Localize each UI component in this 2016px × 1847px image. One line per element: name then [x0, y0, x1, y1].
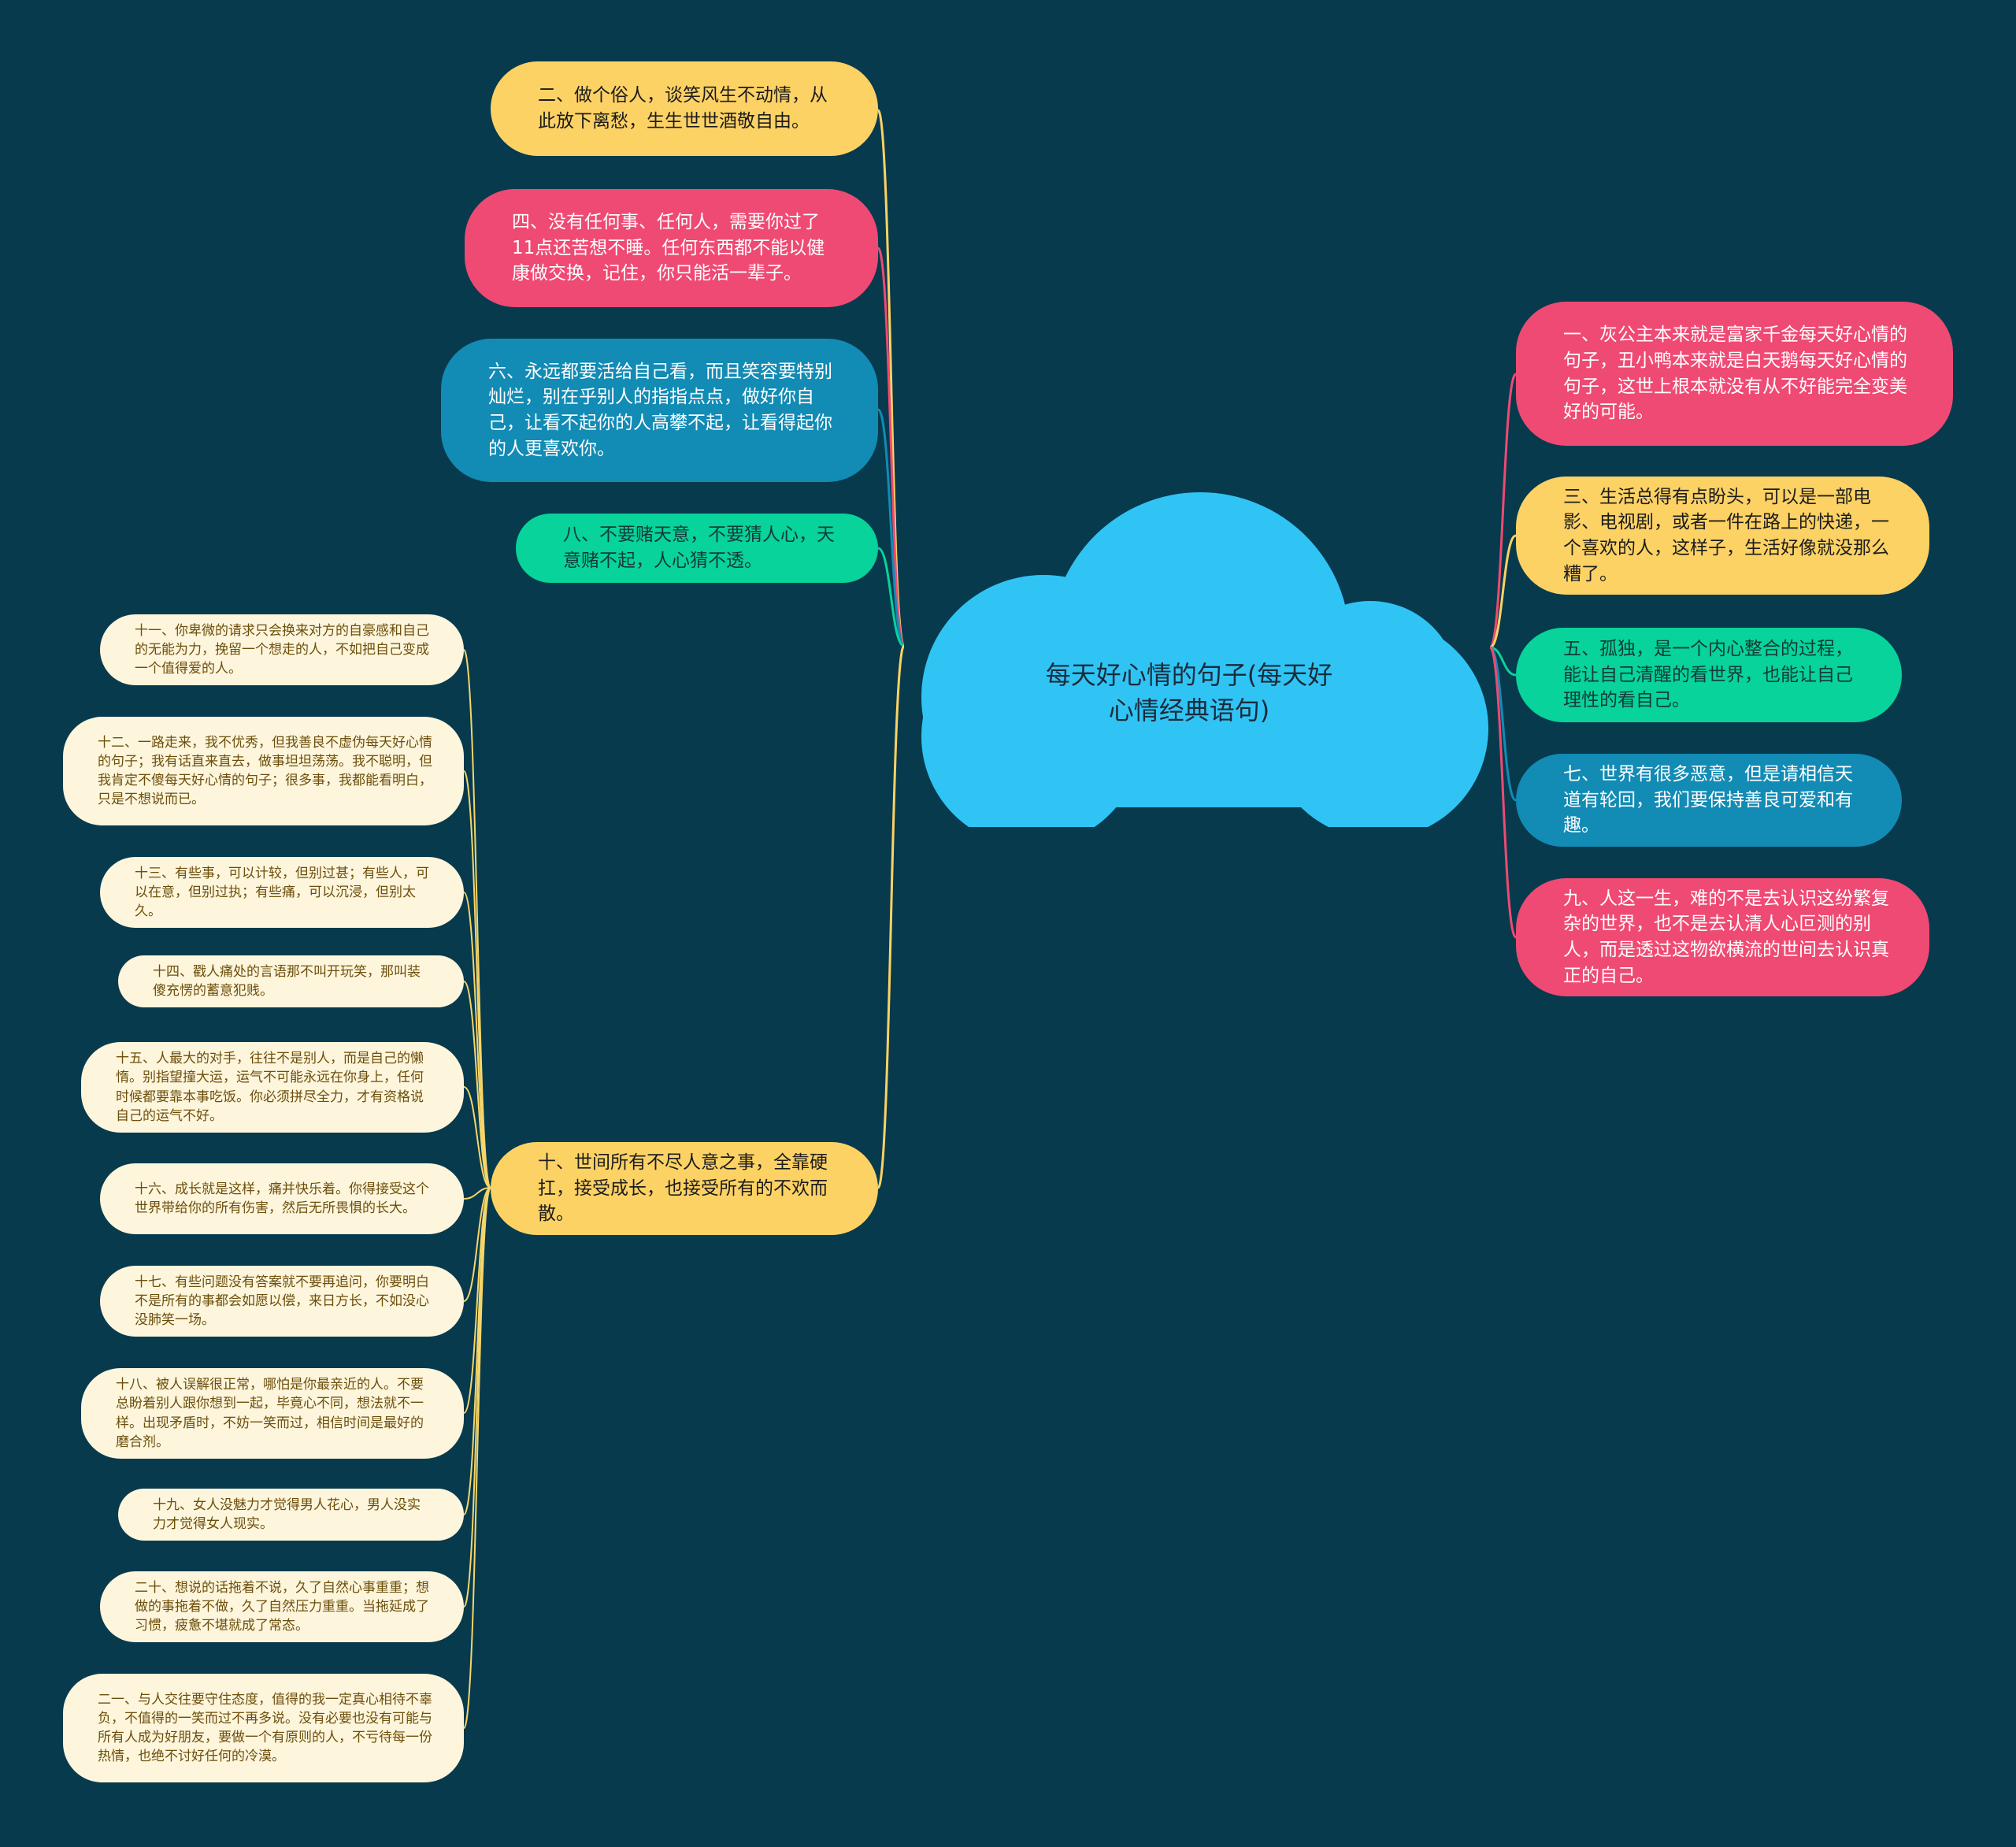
sub-link-11 — [463, 649, 491, 1189]
link-6 — [876, 408, 906, 647]
sub-text: 十五、人最大的对手，往往不是别人，而是自己的懒惰。别指望撞大运，运气不可能永远在… — [116, 1051, 424, 1124]
sub-text: 十六、成长就是这样，痛并快乐着。你得接受这个世界带给你的所有伤害，然后无所畏惧的… — [135, 1181, 429, 1216]
branch-node-9[interactable]: 九、人这一生，难的不是去认识这纷繁复杂的世界，也不是去认清人心叵测的别人，而是透… — [1516, 878, 1929, 996]
branch-text: 二、做个俗人，谈笑风生不动情，从此放下离愁，生生世世酒敬自由。 — [538, 85, 828, 132]
link-10 — [876, 644, 906, 1189]
sub-link-12 — [463, 770, 491, 1189]
sub-node-11[interactable]: 十一、你卑微的请求只会换来对方的自豪感和自己的无能为力，挽留一个想走的人，不如把… — [100, 614, 464, 685]
branch-node-6[interactable]: 六、永远都要活给自己看，而且笑容要特别灿烂，别在乎别人的指指点点，做好你自己，让… — [441, 339, 878, 482]
root-cloud-icon[interactable] — [898, 477, 1496, 827]
sub-node-21[interactable]: 二一、与人交往要守住态度，值得的我一定真心相待不辜负，不值得的一笑而过不再多说。… — [63, 1674, 464, 1782]
sub-text: 十三、有些事，可以计较，但别过甚；有些人，可以在意，但别过执；有些痛，可以沉浸，… — [135, 865, 429, 920]
link-9 — [1488, 646, 1518, 939]
branch-text: 七、世界有很多恶意，但是请相信天道有轮回，我们要保持善良可爱和有趣。 — [1563, 764, 1853, 836]
sub-text: 二十、想说的话拖着不说，久了自然心事重重；想做的事拖着不做，久了自然压力重重。当… — [135, 1579, 429, 1634]
branch-text: 三、生活总得有点盼头，可以是一部电影、电视剧，或者一件在路上的快递，一个喜欢的人… — [1563, 486, 1889, 584]
sub-link-13 — [463, 892, 491, 1189]
sub-link-21 — [463, 1187, 491, 1729]
sub-node-12[interactable]: 十二、一路走来，我不优秀，但我善良不虚伪每天好心情的句子；我有话直来直去，做事坦… — [63, 717, 464, 825]
sub-node-18[interactable]: 十八、被人误解很正常，哪怕是你最亲近的人。不要总盼着别人跟你想到一起，毕竟心不同… — [81, 1368, 464, 1459]
branch-text: 九、人这一生，难的不是去认识这纷繁复杂的世界，也不是去认清人心叵测的别人，而是透… — [1563, 888, 1889, 986]
link-8 — [877, 547, 905, 647]
branch-node-8[interactable]: 八、不要赌天意，不要猜人心，天意赌不起，人心猜不透。 — [516, 514, 878, 583]
branch-text: 一、灰公主本来就是富家千金每天好心情的句子，丑小鸭本来就是白天鹅每天好心情的句子… — [1563, 325, 1907, 423]
sub-node-13[interactable]: 十三、有些事，可以计较，但别过甚；有些人，可以在意，但别过执；有些痛，可以沉浸，… — [100, 857, 464, 928]
branch-node-4[interactable]: 四、没有任何事、任何人，需要你过了11点还苦想不睡。任何东西都不能以健康做交换，… — [465, 189, 878, 307]
sub-link-15 — [463, 1086, 491, 1189]
sub-text: 十一、你卑微的请求只会换来对方的自豪感和自己的无能为力，挽留一个想走的人，不如把… — [135, 622, 429, 677]
sub-text: 十九、女人没魅力才觉得男人花心，男人没实力才觉得女人现实。 — [153, 1497, 421, 1532]
sub-text: 二一、与人交往要守住态度，值得的我一定真心相待不辜负，不值得的一笑而过不再多说。… — [98, 1691, 432, 1765]
branch-node-7[interactable]: 七、世界有很多恶意，但是请相信天道有轮回，我们要保持善良可爱和有趣。 — [1516, 754, 1902, 847]
link-1 — [1488, 373, 1518, 649]
sub-text: 十七、有些问题没有答案就不要再追问，你要明白不是所有的事都会如愿以偿，来日方长，… — [135, 1274, 429, 1329]
branch-text: 四、没有任何事、任何人，需要你过了11点还苦想不睡。任何东西都不能以健康做交换，… — [512, 212, 825, 284]
sub-node-14[interactable]: 十四、戳人痛处的言语那不叫开玩笑，那叫装傻充愣的蓄意犯贱。 — [118, 955, 464, 1007]
link-4 — [876, 247, 906, 647]
branch-node-10[interactable]: 十、世间所有不尽人意之事，全靠硬扛，接受成长，也接受所有的不欢而散。 — [491, 1142, 878, 1235]
link-3 — [1489, 534, 1517, 649]
sub-link-14 — [463, 981, 491, 1189]
branch-node-1[interactable]: 一、灰公主本来就是富家千金每天好心情的句子，丑小鸭本来就是白天鹅每天好心情的句子… — [1516, 302, 1953, 446]
sub-link-17 — [463, 1187, 491, 1302]
branch-text: 八、不要赌天意，不要猜人心，天意赌不起，人心猜不透。 — [563, 525, 835, 571]
branch-text: 五、孤独，是一个内心整合的过程，能让自己清醒的看世界，也能让自己理性的看自己。 — [1563, 639, 1853, 711]
sub-text: 十四、戳人痛处的言语那不叫开玩笑，那叫装傻充愣的蓄意犯贱。 — [153, 963, 421, 999]
sub-node-16[interactable]: 十六、成长就是这样，痛并快乐着。你得接受这个世界带给你的所有伤害，然后无所畏惧的… — [100, 1163, 464, 1234]
branch-text: 六、永远都要活给自己看，而且笑容要特别灿烂，别在乎别人的指指点点，做好你自己，让… — [488, 361, 832, 459]
sub-node-17[interactable]: 十七、有些问题没有答案就不要再追问，你要明白不是所有的事都会如愿以偿，来日方长，… — [100, 1266, 464, 1337]
branch-node-3[interactable]: 三、生活总得有点盼头，可以是一部电影、电视剧，或者一件在路上的快递，一个喜欢的人… — [1516, 477, 1929, 595]
branch-node-5[interactable]: 五、孤独，是一个内心整合的过程，能让自己清醒的看世界，也能让自己理性的看自己。 — [1516, 628, 1902, 722]
sub-node-19[interactable]: 十九、女人没魅力才觉得男人花心，男人没实力才觉得女人现实。 — [118, 1489, 464, 1541]
sub-text: 十二、一路走来，我不优秀，但我善良不虚伪每天好心情的句子；我有话直来直去，做事坦… — [98, 734, 432, 808]
sub-node-15[interactable]: 十五、人最大的对手，往往不是别人，而是自己的懒惰。别指望撞大运，运气不可能永远在… — [81, 1042, 464, 1133]
branch-node-2[interactable]: 二、做个俗人，谈笑风生不动情，从此放下离愁，生生世世酒敬自由。 — [491, 61, 878, 156]
sub-text: 十八、被人误解很正常，哪怕是你最亲近的人。不要总盼着别人跟你想到一起，毕竟心不同… — [116, 1377, 424, 1450]
sub-link-16 — [463, 1187, 491, 1200]
sub-node-20[interactable]: 二十、想说的话拖着不说，久了自然心事重重；想做的事拖着不做，久了自然压力重重。当… — [100, 1571, 464, 1642]
link-5 — [1489, 646, 1517, 677]
root-title: 每天好心情的句子(每天好心情经典语句) — [1045, 660, 1333, 726]
sub-link-18 — [463, 1187, 491, 1414]
branch-text: 十、世间所有不尽人意之事，全靠硬扛，接受成长，也接受所有的不欢而散。 — [538, 1152, 828, 1225]
